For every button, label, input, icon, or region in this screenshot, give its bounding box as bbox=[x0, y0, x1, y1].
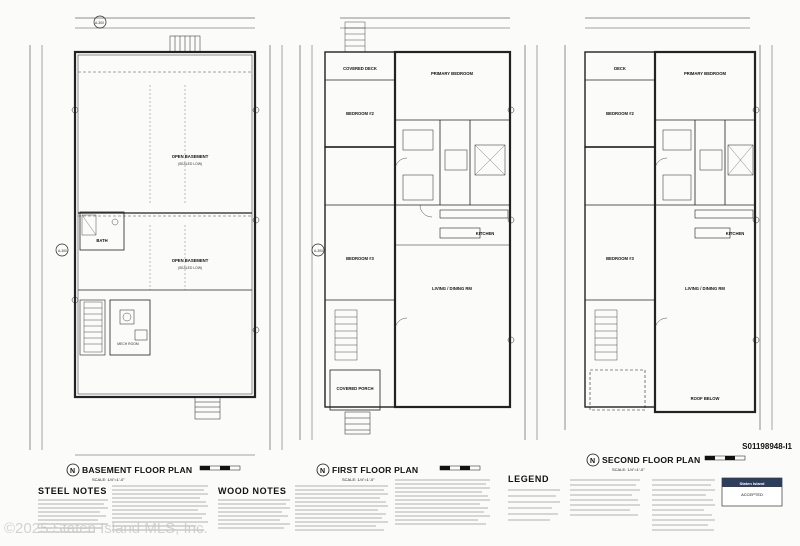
first-room-label-4: BEDROOM #3 bbox=[346, 256, 374, 261]
second-plan-scale: SCALE: 1/4"=1'-0" bbox=[612, 467, 645, 472]
basement-room-label-4: MECH ROOM bbox=[117, 342, 139, 346]
scale-bar-second bbox=[704, 455, 746, 461]
basement-room-label-1: OPEN BASEMENT bbox=[172, 154, 209, 159]
legend-heading: LEGEND bbox=[508, 474, 549, 484]
first-room-label-6: LIVING / DINING RM bbox=[432, 286, 472, 291]
second-room-label-4: BEDROOM #3 bbox=[606, 256, 634, 261]
stamp-status: ACCEPTED bbox=[741, 492, 763, 497]
section-mark-a300-top: A-300 bbox=[95, 21, 104, 25]
second-room-label-1: DECK bbox=[614, 66, 626, 71]
basement-plan-title: BASEMENT FLOOR PLAN bbox=[82, 465, 192, 475]
section-mark-a300-first: A-300 bbox=[314, 249, 323, 253]
first-room-label-2: PRIMARY BEDROOM bbox=[431, 71, 474, 76]
north-arrow-first: N bbox=[316, 463, 330, 477]
first-room-label-7: COVERED PORCH bbox=[337, 386, 374, 391]
basement-room-sub-1: (SEALED LOW) bbox=[178, 162, 202, 166]
scale-bar-first bbox=[439, 465, 481, 471]
second-plan-title: SECOND FLOOR PLAN bbox=[602, 455, 700, 465]
section-mark-a300-basement: A-300 bbox=[58, 249, 67, 253]
second-room-label-2: PRIMARY BEDROOM bbox=[684, 71, 727, 76]
scale-bar-basement bbox=[199, 465, 241, 471]
svg-text:N: N bbox=[70, 468, 75, 475]
second-room-label-6: LIVING / DINING RM bbox=[685, 286, 725, 291]
notes-text-blocks bbox=[38, 479, 715, 533]
first-room-label-3: BEDROOM #2 bbox=[346, 111, 374, 116]
wood-notes-heading: WOOD NOTES bbox=[218, 486, 287, 496]
stamp-title: Staten Island bbox=[740, 481, 765, 486]
north-arrow-second: N bbox=[586, 453, 600, 467]
second-room-label-7: ROOF BELOW bbox=[691, 396, 720, 401]
svg-text:N: N bbox=[590, 458, 595, 465]
first-floor-plan bbox=[299, 17, 538, 440]
second-room-label-3: BEDROOM #2 bbox=[606, 111, 634, 116]
basement-room-label-3: BATH bbox=[96, 238, 107, 243]
sheet-number: S01198948-I1 bbox=[742, 442, 792, 451]
second-floor-plan bbox=[564, 17, 773, 430]
basement-floor-plan bbox=[29, 15, 283, 456]
mls-watermark: ©2025 Staten Island MLS, Inc. bbox=[4, 520, 208, 537]
north-arrow-basement: N bbox=[66, 463, 80, 477]
steel-notes-heading: STEEL NOTES bbox=[38, 486, 107, 496]
basement-room-sub-2: (SEALED LOW) bbox=[178, 266, 202, 270]
basement-room-label-2: OPEN BASEMENT bbox=[172, 258, 209, 263]
second-room-label-5: KITCHEN bbox=[726, 231, 745, 236]
first-room-label-1: COVERED DECK bbox=[343, 66, 377, 71]
first-plan-title: FIRST FLOOR PLAN bbox=[332, 465, 418, 475]
acceptance-stamp bbox=[721, 477, 783, 507]
basement-plan-scale: SCALE: 1/4"=1'-0" bbox=[92, 477, 125, 482]
svg-text:N: N bbox=[320, 468, 325, 475]
first-room-label-5: KITCHEN bbox=[476, 231, 495, 236]
first-plan-scale: SCALE: 1/4"=1'-0" bbox=[342, 477, 375, 482]
